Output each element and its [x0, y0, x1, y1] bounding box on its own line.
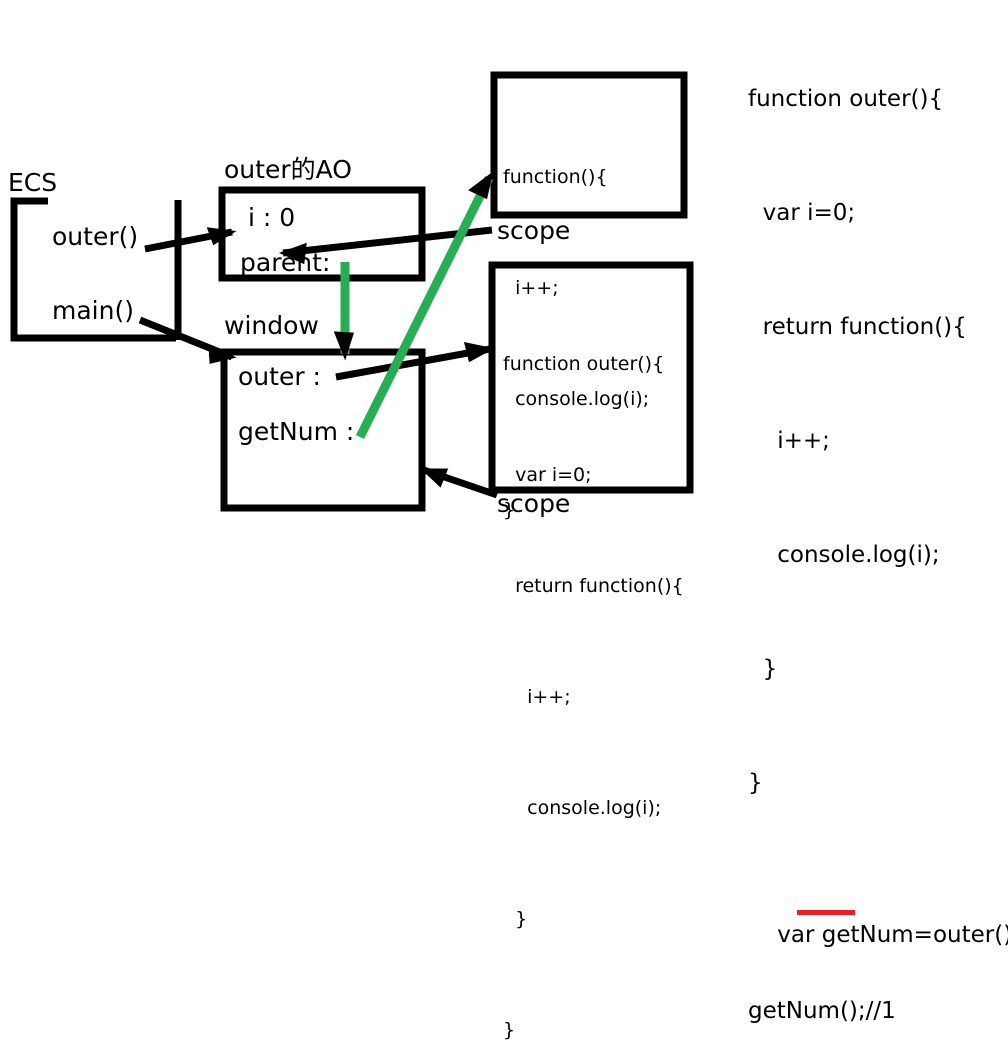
source-line-getnum-decl: var getNum=outer(); [748, 878, 1008, 948]
ecs-box-outline [10, 197, 176, 342]
source-line: } [748, 770, 763, 796]
source-line: getNum();//1 [748, 998, 896, 1024]
outer-code-line: } [503, 1019, 516, 1041]
anon-function-box-outline [490, 71, 688, 219]
anon-function-code: function(){ i++; console.log(i); } [503, 85, 649, 566]
outer-function-box-outline [488, 261, 694, 494]
outer-code-line: } [503, 908, 528, 930]
outer-code-line: return function(){ [503, 575, 684, 597]
source-line: return function(){ [748, 314, 967, 340]
source-line: var i=0; [748, 200, 856, 226]
outer-code-line: console.log(i); [503, 797, 662, 819]
ecs-entry-main: main() [52, 296, 134, 325]
anon-code-line: console.log(i); [503, 388, 650, 410]
anon-code-line: i++; [503, 277, 559, 299]
arrowhead-getnum-to-anon [468, 171, 494, 200]
green-arrow-getnum-to-anon [355, 175, 494, 440]
outer-code-line: i++; [503, 686, 571, 708]
source-line: i++; [748, 428, 830, 454]
arrow-outerprop-to-function [335, 345, 491, 381]
source-line: console.log(i); [748, 542, 940, 568]
arrowhead-parent-to-window [333, 331, 355, 361]
window-box-outline [220, 348, 426, 512]
source-line: } [748, 656, 778, 682]
window-label: window [224, 311, 319, 340]
window-entry-outer: outer : [238, 362, 321, 391]
source-line-text: var getNum=outer(); [777, 922, 1008, 948]
anon-code-line: } [503, 499, 516, 521]
outer-function-code: function outer(){ var i=0; return functi… [503, 272, 684, 1064]
scope-label-outer: scope [497, 489, 571, 518]
red-underline-marker [797, 910, 855, 915]
arrowhead-scope-to-ao [279, 242, 307, 265]
ao-entry-i: i : 0 [248, 203, 296, 232]
scope-label-anon: scope [497, 216, 571, 245]
outer-code-line: function outer(){ [503, 353, 665, 375]
ecs-label: ECS [8, 168, 58, 197]
arrowhead-outerprop-to-function [463, 342, 495, 363]
outer-code-line: var i=0; [503, 464, 592, 486]
source-code-listing: function outer(){ var i=0; return functi… [748, 4, 1008, 1064]
ecs-entry-outer: outer() [52, 222, 139, 251]
anon-code-line: function(){ [503, 166, 608, 188]
arrowhead-scope-to-window [420, 468, 449, 488]
ao-box-outline [218, 186, 426, 282]
window-entry-getnum: getNum : [238, 417, 355, 446]
ao-box-title: outer的AO [224, 155, 352, 184]
source-line: function outer(){ [748, 86, 944, 112]
diagram-canvas [10, 71, 694, 512]
ao-entry-parent: parent: [240, 248, 331, 277]
